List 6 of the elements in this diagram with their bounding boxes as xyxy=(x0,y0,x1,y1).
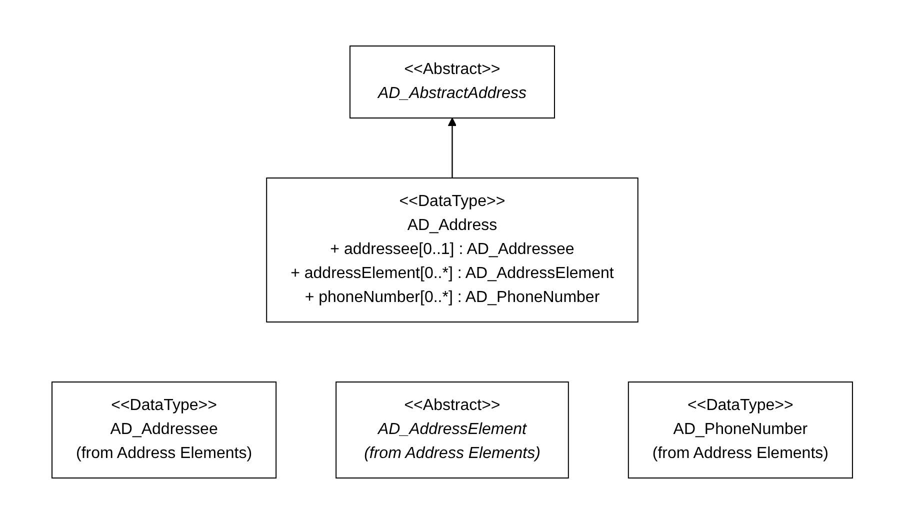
node-box: <<Abstract>> AD_AddressElement (from Address Elements) xyxy=(336,382,570,478)
node-box: <<DataType>> AD_Addressee (from Address Elements) xyxy=(52,382,277,478)
arrow xyxy=(448,118,457,178)
node-box: <<DataType>> AD_PhoneNumber (from Address Elements) xyxy=(628,382,854,478)
node-box: <<Abstract>> AD_AbstractAddress xyxy=(350,46,556,118)
node-box: <<DataType>> AD_Address + addressee[0..1] : AD_Addressee + addressElement[0..*] : AD_AddressElement + phoneNumber[0..*] : AD_PhoneNumber xyxy=(266,178,639,322)
